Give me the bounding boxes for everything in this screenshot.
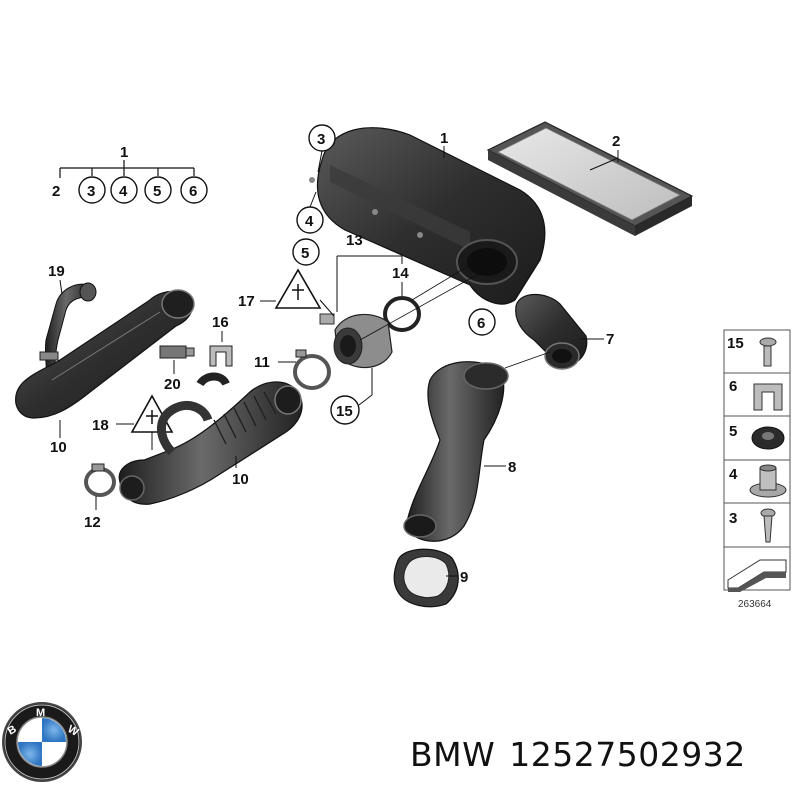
- grommet-icon: [751, 426, 785, 450]
- callout-11: 11: [254, 354, 270, 371]
- callout-2: 2: [612, 133, 620, 150]
- intake-duct-10-left: [15, 289, 195, 419]
- hose-clamp-11: [293, 349, 331, 390]
- air-filter-element: [486, 121, 694, 236]
- diagram-number: 263664: [738, 599, 772, 610]
- group-header-top-label: 1: [120, 144, 128, 161]
- hose-clamp-12: [84, 463, 116, 497]
- maf-sensor-housing: [319, 313, 393, 369]
- group-item-label: 6: [189, 183, 197, 200]
- intake-duct-10-right: [118, 372, 303, 505]
- legend-label: 15: [727, 335, 744, 352]
- callout-17: 17: [238, 293, 255, 310]
- callout-10b: 10: [232, 471, 249, 488]
- breather-hose-19: [39, 282, 97, 387]
- intake-inlet-9: [393, 548, 459, 608]
- callout-5: 5: [301, 245, 309, 262]
- bmw-logo: B M W: [2, 702, 82, 782]
- screw-icon: [759, 337, 777, 367]
- intake-duct-8: [403, 361, 509, 542]
- spacer-icon: [749, 464, 787, 498]
- callout-1: 1: [440, 130, 448, 147]
- callout-14: 14: [392, 265, 409, 282]
- group-item-label: 3: [87, 183, 95, 200]
- warning-triangle-icon: [274, 268, 322, 309]
- arrow-icon: [727, 559, 787, 592]
- legend-label: 5: [729, 423, 737, 440]
- legend-label: 4: [729, 466, 738, 483]
- callout-9: 9: [460, 569, 468, 586]
- maf-ring-seal: [383, 296, 421, 332]
- callout-18: 18: [92, 417, 109, 434]
- self-tapping-screw-icon: [760, 508, 776, 543]
- callout-8: 8: [508, 459, 516, 476]
- legend-label: 6: [729, 378, 737, 395]
- clip-16: [209, 345, 233, 367]
- group-item-label: 4: [119, 183, 128, 200]
- callout-6: 6: [477, 315, 485, 332]
- callout-19: 19: [48, 263, 65, 280]
- svg-text:M: M: [36, 707, 45, 719]
- callout-7: 7: [606, 331, 614, 348]
- callout-13: 13: [346, 232, 363, 249]
- callout-16: 16: [212, 314, 229, 331]
- legend-label: 3: [729, 510, 737, 527]
- intake-bellows-7: [515, 293, 588, 370]
- hardware-legend: 15 6 5 4 3: [723, 329, 791, 592]
- part-caption: BMW 12527502932: [410, 735, 760, 774]
- clip-nut-icon: [753, 383, 783, 411]
- group-header: 1 2 3 4 5 6: [52, 144, 208, 204]
- sensor-20: [159, 345, 195, 359]
- callout-15: 15: [336, 403, 353, 420]
- callout-4: 4: [305, 213, 314, 230]
- brand-name: BMW: [410, 735, 496, 774]
- callout-20: 20: [164, 376, 181, 393]
- callout-3: 3: [317, 131, 325, 148]
- air-box-housing: [309, 127, 546, 305]
- group-item-label: 5: [153, 183, 161, 200]
- callout-10a: 10: [50, 439, 67, 456]
- callout-12: 12: [84, 514, 101, 531]
- group-item-label: 2: [52, 183, 60, 200]
- part-number: 12527502932: [509, 735, 746, 774]
